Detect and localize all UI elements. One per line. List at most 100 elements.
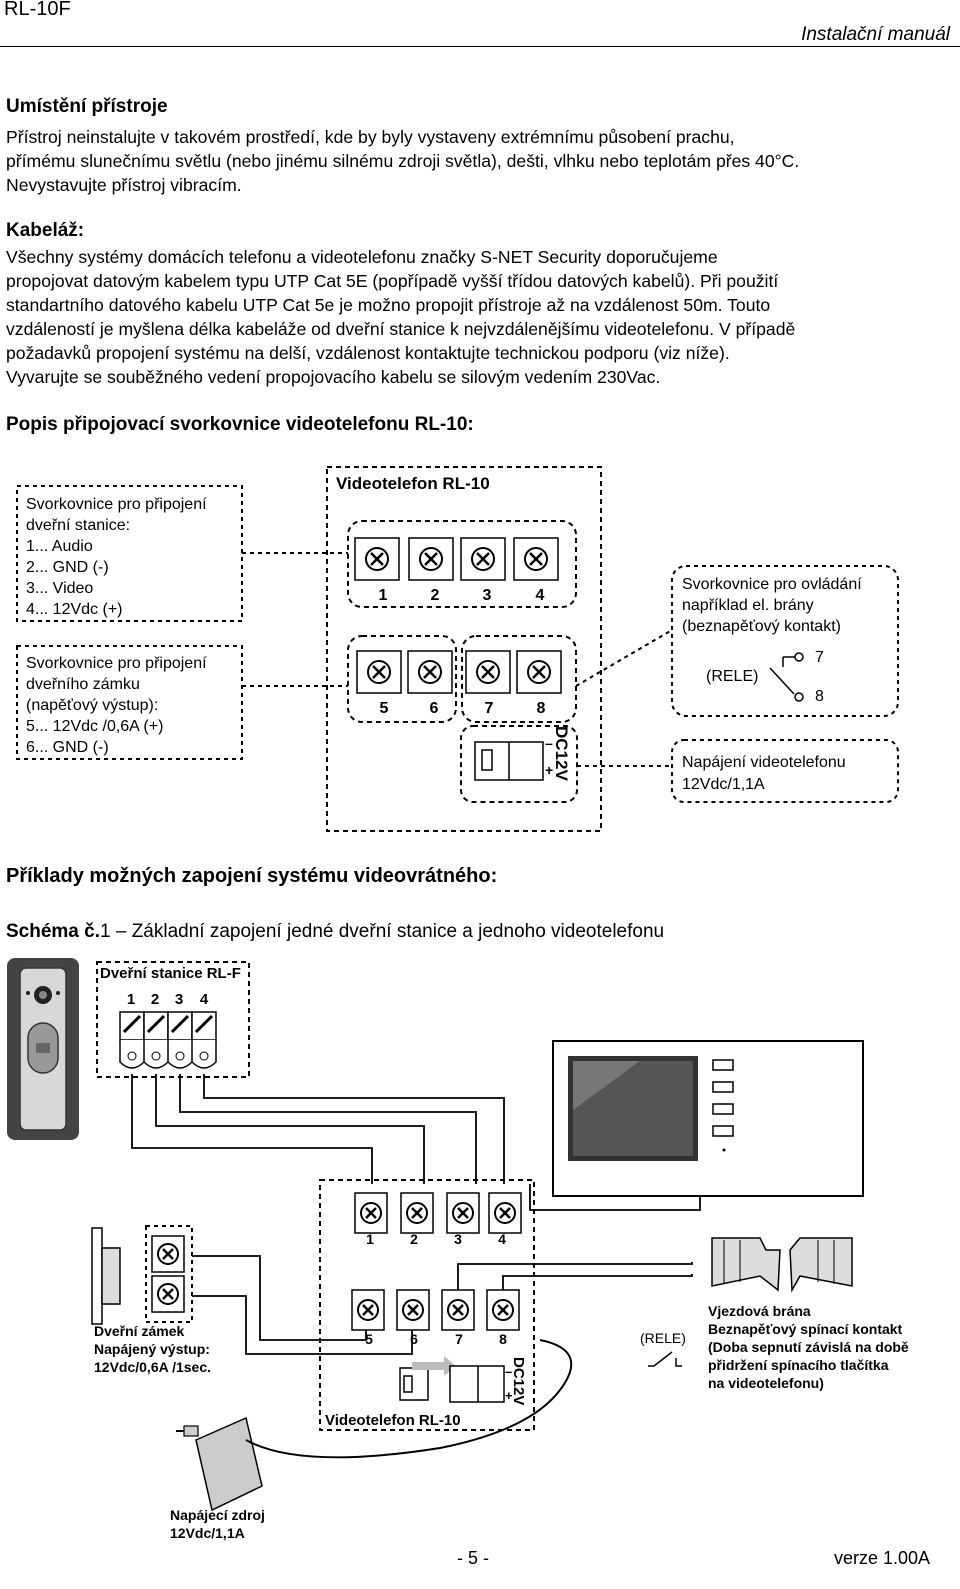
door-terminal-block <box>119 1011 217 1069</box>
terminal-diagram: Videotelefon RL-10 1 2 3 4 5 6 7 8 – + D… <box>16 466 899 832</box>
cabling-line: Vyvarujte se souběžného vedení propojova… <box>6 367 661 387</box>
placement-heading: Umístění přístroje <box>6 96 168 117</box>
door-station-frame <box>96 961 250 1078</box>
door-terminal-number: 4 <box>200 991 209 1008</box>
cabling-line: propojovat datovým kabelem typu UTP Cat … <box>6 271 779 291</box>
page-number: - 5 - <box>457 1548 490 1568</box>
lock-text-line: Dveřní zámek <box>94 1323 184 1339</box>
lock-info-line: dveřního zámku <box>26 676 140 693</box>
examples-heading: Příklady možných zapojení systému videov… <box>6 865 498 887</box>
control-info-line: například el. brány <box>682 597 814 614</box>
header-doc-title: Instalační manuál <box>801 24 950 45</box>
gate-wire <box>457 1262 693 1290</box>
relay-switch-icon <box>769 652 804 702</box>
schema-terminal-number: 5 <box>365 1331 373 1347</box>
psu-text-line: 12Vdc/1,1A <box>170 1525 245 1541</box>
door-station-panel <box>7 958 79 1140</box>
lock-wire <box>192 1295 413 1355</box>
schema-label-bold: Schéma č. <box>6 921 100 942</box>
door-terminal-number: 3 <box>175 991 183 1008</box>
dc-plus: + <box>545 762 553 778</box>
door-station-wires <box>131 1074 505 1184</box>
placement-line: přímému slunečnímu světlu (nebo jinému s… <box>6 151 800 171</box>
schema-bottom-terminals <box>351 1289 520 1331</box>
schema-terminal-number: 1 <box>366 1231 374 1247</box>
relay-label: (RELE) <box>706 668 758 685</box>
videophone-monitor <box>552 1040 864 1197</box>
lock-info-box <box>16 645 243 760</box>
schema-terminal-number: 3 <box>454 1231 462 1247</box>
control-info-line: (beznapěťový kontakt) <box>682 618 841 635</box>
cabling-heading: Kabeláž: <box>6 220 85 241</box>
lock-text-line: 12Vdc/0,6A /1sec. <box>94 1359 211 1375</box>
dc-connector-frame <box>460 725 578 803</box>
dc-label: DC12V <box>552 726 571 781</box>
cabling-line: požadavků propojení systému na delší, vz… <box>6 343 730 363</box>
terminal-number: 5 <box>380 700 389 717</box>
lock-info-line: 6... GND (-) <box>26 739 109 756</box>
door-station-info-line: 4... 12Vdc (+) <box>26 601 123 618</box>
schema-relay-switch-icon <box>648 1351 682 1367</box>
door-station-info-line: 2... GND (-) <box>26 559 109 576</box>
header-model: RL-10F <box>4 0 71 20</box>
cabling-line: standartního datového kabelu UTP Cat 5e … <box>6 295 771 315</box>
door-lock-icon <box>91 1227 121 1325</box>
lock-info-line: Svorkovnice pro připojení <box>26 655 207 672</box>
door-station-info-line: 1... Audio <box>26 538 93 555</box>
bottom-terminal-group-a <box>347 635 457 723</box>
control-info-box <box>671 565 899 717</box>
lock-text-line: Napájený výstup: <box>94 1341 210 1357</box>
terminal-number: 4 <box>536 587 545 604</box>
door-terminal-number: 1 <box>127 991 135 1008</box>
top-terminal-group <box>347 520 577 608</box>
schema-dc-minus: – <box>505 1364 512 1379</box>
schema-dc-plus: + <box>505 1388 513 1403</box>
schema-device-title: Videotelefon RL-10 <box>325 1412 461 1429</box>
lock-terminals <box>151 1235 185 1313</box>
schema-dc-label: DC12V <box>510 1357 527 1405</box>
lock-info-line: (napěťový výstup): <box>26 697 158 714</box>
schema-terminal-number: 7 <box>455 1331 463 1347</box>
relay-pin: 8 <box>815 688 824 705</box>
schema-label-num: 1 <box>100 921 111 942</box>
gate-icon <box>711 1237 853 1293</box>
schema-caption: Schéma č.1 – Základní zapojení jedné dve… <box>6 920 956 944</box>
schema-relay-label: (RELE) <box>640 1330 686 1346</box>
gate-text-line: přidržení spínacího tlačítka <box>708 1357 889 1373</box>
top-terminal-screws <box>354 537 559 581</box>
schema-terminal-number: 6 <box>410 1331 418 1347</box>
dc-connector-icon <box>474 741 544 781</box>
psu-text-line: Napájecí zdroj <box>170 1507 265 1523</box>
gate-text-line: na videotelefonu) <box>708 1375 824 1391</box>
gate-wire <box>502 1274 693 1290</box>
schema-terminal-number: 4 <box>498 1231 506 1247</box>
door-station-info-line: dveřní stanice: <box>26 517 130 534</box>
lock-terminal-frame <box>145 1225 193 1323</box>
bottom-terminal-group-b <box>461 635 577 723</box>
door-station-title: Dveřní stanice RL-F <box>100 965 241 982</box>
schema-dc-connector <box>399 1356 505 1403</box>
header-rule <box>0 46 960 47</box>
relay-pin: 7 <box>815 649 824 666</box>
schema-device-frame <box>319 1179 535 1431</box>
door-station-info-box <box>16 485 243 622</box>
gate-text-line: Beznapěťový spínací kontakt <box>708 1321 903 1337</box>
power-cable <box>245 1339 573 1459</box>
control-leader <box>575 629 673 687</box>
schema-top-terminals <box>354 1192 522 1234</box>
power-info-line: 12Vdc/1,1A <box>682 776 765 793</box>
device-title: Videotelefon RL-10 <box>336 474 490 493</box>
schema-terminal-number: 2 <box>410 1231 418 1247</box>
terminal-number: 6 <box>430 700 439 717</box>
schema-terminal-number: 8 <box>499 1331 507 1347</box>
monitor-wire <box>529 1184 701 1211</box>
schema-diagram: Dveřní stanice RL-F 1 2 3 4 <box>7 958 909 1541</box>
door-station-info-line: Svorkovnice pro připojení <box>26 496 207 513</box>
placement-line: Nevystavujte přístroj vibracím. <box>6 175 242 195</box>
door-terminal-number: 2 <box>151 991 159 1008</box>
cabling-line: Všechny systémy domácích telefonu a vide… <box>6 247 718 267</box>
terminal-number: 2 <box>431 587 440 604</box>
cabling-line: vzdáleností je myšlena délka kabeláže od… <box>6 319 796 339</box>
placement-line: Přístroj neinstalujte v takovém prostřed… <box>6 127 735 147</box>
control-info-line: Svorkovnice pro ovládání <box>682 576 862 593</box>
